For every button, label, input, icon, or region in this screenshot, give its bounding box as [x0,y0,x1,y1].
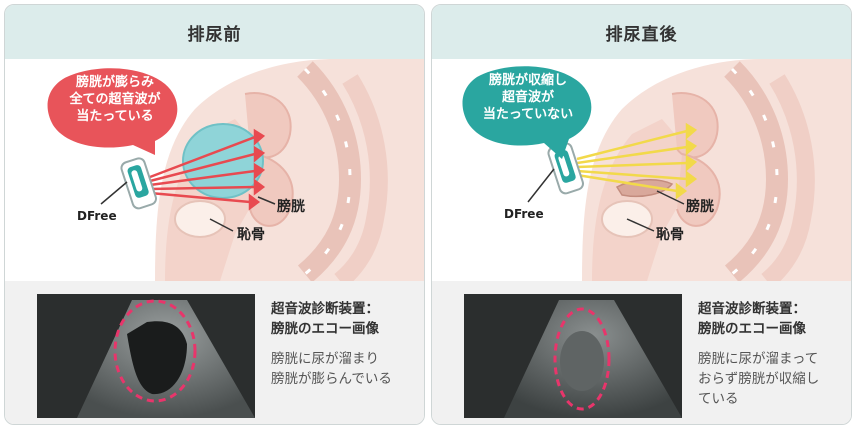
bladder-label: 膀胱 [686,196,714,216]
caption-title: 超音波診断装置： 膀胱のエコー画像 [698,299,806,339]
ultrasound-scan [37,294,255,418]
caption-body: 膀胱に尿が溜まって おらず膀胱が収縮し ている [698,349,819,409]
device-label: DFree [77,209,117,223]
ultrasound-scan [464,294,682,418]
ultrasound-image [37,294,255,418]
panel-before-urination: 排尿前 [4,4,425,425]
ultrasound-section: 超音波診断装置： 膀胱のエコー画像 膀胱に尿が溜まり 膀胱が膨らんでいる [5,281,424,424]
ultrasound-section: 超音波診断装置： 膀胱のエコー画像 膀胱に尿が溜まって おらず膀胱が収縮し てい… [432,281,851,424]
anatomy-diagram: 膀胱が膨らみ 全ての超音波が 当たっている DFree 膀胱 恥骨 [5,59,424,281]
anatomy-diagram: 膀胱が収縮し 超音波が 当たっていない DFree 膀胱 恥骨 [432,59,851,281]
callout-bubble: 膀胱が膨らみ 全ての超音波が 当たっている [60,74,170,125]
callout-bubble: 膀胱が収縮し 超音波が 当たっていない [472,72,584,123]
ultrasound-image [464,294,682,418]
caption-body: 膀胱に尿が溜まり 膀胱が膨らんでいる [271,349,392,389]
bladder-label: 膀胱 [277,196,305,216]
caption-title: 超音波診断装置： 膀胱のエコー画像 [271,299,379,339]
panel-title: 排尿前 [5,5,424,59]
pubic-bone-label: 恥骨 [237,224,265,244]
panel-after-urination: 排尿直後 [431,4,852,425]
pubic-bone-label: 恥骨 [656,224,684,244]
panel-title: 排尿直後 [432,5,851,59]
device-label: DFree [504,207,544,221]
